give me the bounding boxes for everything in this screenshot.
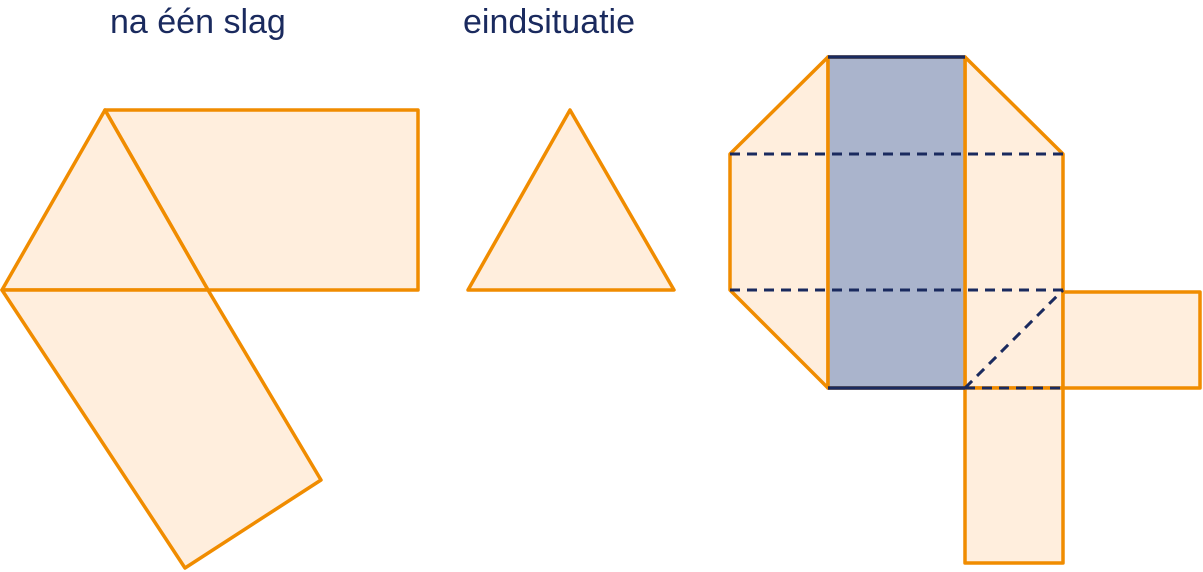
bottom-strip xyxy=(963,386,1065,565)
triangle-final xyxy=(466,108,676,292)
rectangle-lower xyxy=(0,288,323,570)
left-octagon-panel xyxy=(728,55,830,390)
fold-line-diagonal xyxy=(963,288,1065,390)
central-base xyxy=(826,55,967,390)
caption-after-one-fold: na één slag xyxy=(110,3,286,41)
right-tab xyxy=(1061,290,1202,390)
caption-final-situation: eindsituatie xyxy=(463,3,636,41)
figure-net xyxy=(728,55,1202,565)
figure-after-one-fold xyxy=(0,108,420,570)
figure-final-situation xyxy=(466,108,676,292)
